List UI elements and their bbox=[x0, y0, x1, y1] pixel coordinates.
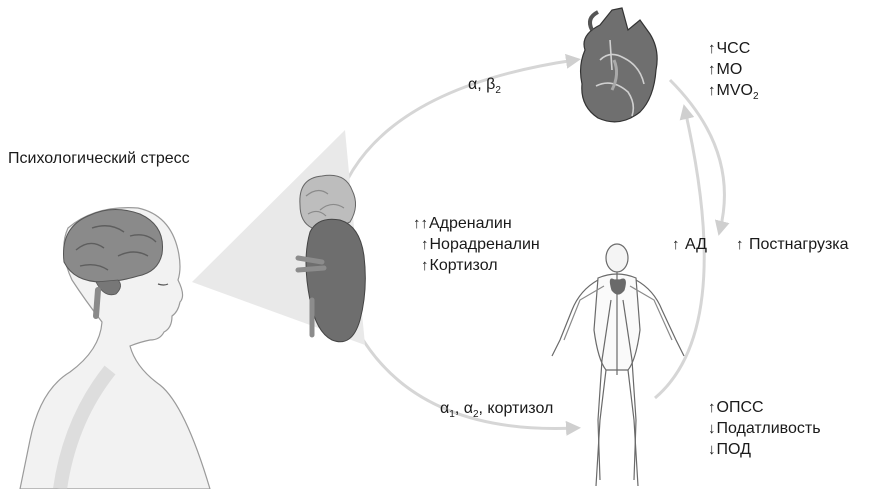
vessel-receptor-rest: , кортизол bbox=[479, 400, 554, 417]
vessel-effect-arrow: ↓ bbox=[708, 420, 716, 437]
heart-effect-text: MVO bbox=[717, 82, 753, 99]
hormone-list: ↑↑Адреналин ↑Норадреналин ↑Кортизол bbox=[413, 213, 532, 276]
vessel-receptor-a1: α bbox=[440, 400, 449, 417]
vessel-effect-arrow: ↓ bbox=[708, 441, 716, 458]
vascular-body-figure bbox=[552, 244, 684, 486]
hormone-text: Кортизол bbox=[430, 257, 498, 274]
heart-effect-item: ↑МО bbox=[708, 59, 759, 80]
human-head-figure bbox=[20, 208, 210, 489]
afterload-label: ↑ Постнагрузка bbox=[736, 234, 849, 255]
vessel-effect-item: ↓Податливость bbox=[708, 418, 821, 439]
afterload-arrow: ↑ bbox=[736, 236, 744, 253]
heart-effect-text: МО bbox=[717, 61, 743, 78]
hormone-item: ↑Кортизол bbox=[421, 255, 540, 276]
hormone-item: ↑↑Адреналин bbox=[413, 213, 532, 234]
vessel-receptor-a2: α bbox=[464, 400, 473, 417]
afterload-text: Постнагрузка bbox=[749, 236, 849, 253]
heart-icon bbox=[581, 8, 658, 122]
vessel-effect-arrow: ↑ bbox=[708, 399, 716, 416]
heart-receptors-main: α, β bbox=[468, 76, 495, 93]
heart-effect-arrow: ↑ bbox=[708, 61, 716, 78]
pressure-arrow: ↑ bbox=[672, 236, 680, 253]
vessel-effects-list: ↑ОПСС ↓Податливость ↓ПОД bbox=[708, 397, 821, 460]
heart-receptors-sub: 2 bbox=[495, 85, 501, 96]
vessel-effect-text: ОПСС bbox=[717, 399, 764, 416]
heart-effect-item: ↑ЧСС bbox=[708, 38, 759, 59]
heart-effect-arrow: ↑ bbox=[708, 40, 716, 57]
heart-effect-arrow: ↑ bbox=[708, 82, 716, 99]
heart-effects-list: ↑ЧСС ↑МО ↑MVO2 bbox=[708, 38, 759, 101]
hormone-arrow: ↑↑ bbox=[413, 215, 428, 232]
vessel-effect-text: Податливость bbox=[717, 420, 821, 437]
hormone-text: Норадреналин bbox=[430, 236, 540, 253]
hormone-text: Адреналин bbox=[429, 215, 512, 232]
hormone-arrow: ↑ bbox=[421, 236, 429, 253]
heart-effect-sub: 2 bbox=[753, 91, 759, 102]
vessel-effect-item: ↑ОПСС bbox=[708, 397, 821, 418]
heart-receptors-label: α, β2 bbox=[468, 74, 501, 95]
vessel-effect-item: ↓ПОД bbox=[708, 439, 821, 460]
hormone-arrow: ↑ bbox=[421, 257, 429, 274]
hormone-item: ↑Норадреналин bbox=[421, 234, 540, 255]
vessel-receptor-sep: , bbox=[455, 400, 464, 417]
vessel-effect-text: ПОД bbox=[717, 441, 751, 458]
arrow-heart-to-vessels bbox=[670, 80, 724, 230]
pressure-text: АД bbox=[685, 236, 707, 253]
heart-effect-item: ↑MVO2 bbox=[708, 80, 759, 101]
title-label: Психологический стресс bbox=[8, 148, 190, 169]
arrow-adrenal-to-heart bbox=[335, 60, 575, 210]
vessel-receptors-label: α1, α2, кортизол bbox=[440, 398, 553, 419]
heart-effect-text: ЧСС bbox=[717, 40, 751, 57]
pressure-label: ↑ АД bbox=[672, 234, 707, 255]
